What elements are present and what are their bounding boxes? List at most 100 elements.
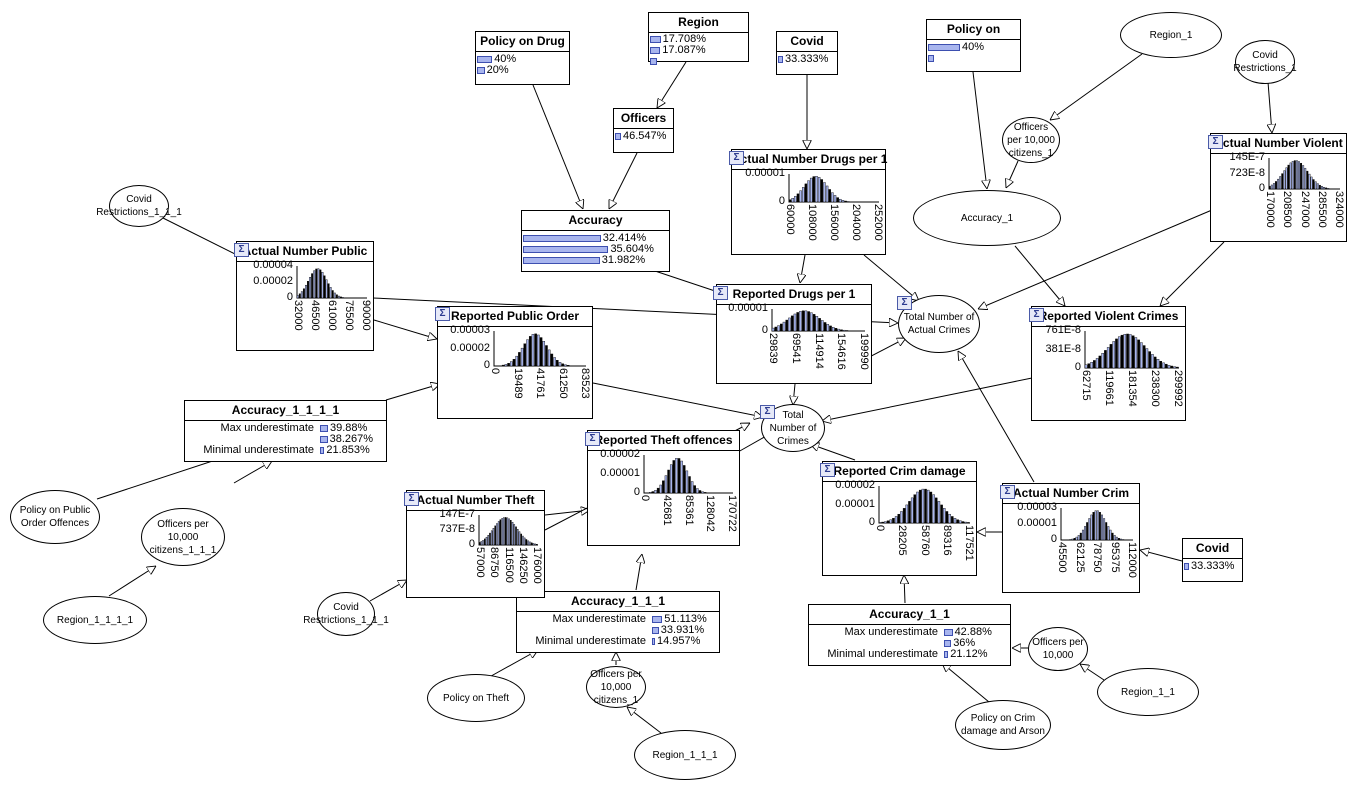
histogram-bar — [823, 182, 826, 203]
histogram-bar — [964, 521, 967, 524]
histogram-bar — [669, 464, 673, 494]
histogram-bar — [815, 316, 819, 332]
sigma-icon[interactable]: Σ — [234, 243, 249, 257]
sigma-icon[interactable]: Σ — [435, 307, 450, 321]
histogram-bar — [1073, 538, 1076, 541]
x-tick-label: 204000 — [850, 204, 862, 241]
officers-1-1-1-node[interactable]: Officers per 10,000 citizens_1_1_1 — [141, 508, 225, 566]
state-row: 33.333% — [777, 54, 837, 65]
node-title: Actual Number Theft — [407, 491, 544, 511]
node-label: Region_1 — [1149, 29, 1193, 41]
histogram-bar — [298, 293, 301, 299]
region-node[interactable]: Region 17.708%17.087% — [648, 12, 749, 65]
region-1-1-1-1-node[interactable]: Region_1_1_1_1 — [43, 596, 147, 644]
accuracy-node[interactable]: Accuracy 32.414%35.604%31.982% — [521, 210, 670, 272]
x-tick-label: 170000 — [1264, 191, 1276, 228]
covid-node-right[interactable]: Covid 33.333% — [1182, 538, 1243, 582]
sigma-icon[interactable]: Σ — [1029, 308, 1044, 322]
covid-node-top[interactable]: Covid 33.333% — [776, 31, 838, 75]
edge — [972, 71, 987, 189]
histogram-bar — [782, 321, 786, 332]
policy-on-drug-node[interactable]: Policy on Drug 40%20% — [475, 31, 570, 85]
histogram-bar — [1109, 529, 1112, 541]
accuracy-1-node[interactable]: Accuracy_1 — [913, 190, 1061, 246]
histogram-bar — [1277, 178, 1280, 190]
policy-on-node[interactable]: Policy on 40% — [926, 19, 1021, 72]
x-tick-label: 285500 — [1315, 191, 1328, 228]
covid-restrictions-1-1-1-node[interactable]: Covid Restrictions_1_1_1 — [96, 185, 182, 227]
edge — [369, 580, 407, 602]
policy-crim-node[interactable]: Policy on Crim damage and Arson — [955, 700, 1051, 750]
sigma-icon[interactable]: Σ — [760, 405, 775, 419]
y-tick-label: 737E-8 — [439, 523, 475, 535]
state-row: 32.414% — [522, 233, 669, 244]
probability-bar — [944, 640, 952, 647]
state-row: 40% — [927, 42, 1020, 53]
officers-node[interactable]: Officers 46.547% — [613, 108, 674, 153]
histogram-bar — [480, 541, 483, 546]
histogram-bar — [331, 290, 334, 299]
sigma-icon[interactable]: Σ — [729, 151, 744, 165]
officers-theft-node[interactable]: Officers per 10,000 citizens_1 — [586, 666, 646, 708]
histogram-bar — [1090, 362, 1093, 369]
y-tick-label: 0 — [1074, 361, 1081, 373]
x-tick-label: 0 — [639, 495, 651, 502]
histogram-bar — [656, 487, 660, 494]
region-crim-node[interactable]: Region_1_1 — [1097, 668, 1199, 716]
node-label: Officers per 10,000 citizens_1_1_1 — [149, 518, 217, 556]
histogram-bar — [1287, 164, 1290, 190]
policy-public-order-node[interactable]: Policy on Public Order Offences — [10, 490, 100, 544]
sigma-icon[interactable]: Σ — [897, 296, 912, 310]
covid-restrictions-1-node[interactable]: Covid Restrictions_1 — [1233, 40, 1297, 84]
histogram-bar — [905, 504, 909, 524]
node-title: Actual Number Violent — [1211, 134, 1346, 154]
y-tick-label: 0 — [778, 195, 785, 207]
histogram-bar — [884, 521, 887, 524]
officers-per-10000-1-node[interactable]: Officers per 10,000 citizens_1 — [1002, 117, 1060, 163]
state-row: 46.547% — [614, 131, 673, 142]
histogram-bar — [492, 528, 495, 546]
region-1-node[interactable]: Region_1 — [1120, 12, 1222, 58]
y-tick-label: 0.00001 — [600, 467, 640, 479]
histogram-bar — [662, 480, 665, 494]
histogram-bar — [532, 543, 535, 546]
x-tick-label: 208500 — [1281, 191, 1294, 228]
histogram-bar — [1117, 336, 1121, 369]
state-row — [927, 53, 1020, 64]
sigma-icon[interactable]: Σ — [404, 492, 419, 506]
histogram-bar — [921, 488, 925, 524]
histogram-bar — [1291, 161, 1294, 190]
edge — [544, 510, 590, 516]
histogram-bar — [539, 337, 543, 367]
probability-value: 46.547% — [623, 130, 667, 142]
x-tick-label: 78750 — [1091, 542, 1103, 573]
officers-crim-node[interactable]: Officers per 10,000 — [1028, 627, 1088, 671]
sigma-icon[interactable]: Σ — [1208, 135, 1223, 149]
histogram-bar — [478, 542, 481, 546]
histogram-bar — [311, 273, 314, 299]
histogram-bar — [1283, 170, 1286, 190]
region-theft-node[interactable]: Region_1_1_1 — [634, 730, 736, 780]
covid-restrictions-theft-node[interactable]: Covid Restrictions_1_1_1 — [303, 592, 389, 636]
sigma-icon[interactable]: Σ — [820, 463, 835, 477]
sigma-icon[interactable]: Σ — [585, 432, 600, 446]
sigma-icon[interactable]: Σ — [1000, 485, 1015, 499]
policy-theft-node[interactable]: Policy on Theft — [427, 674, 525, 722]
histogram-bar — [1109, 344, 1113, 369]
histogram-bar — [833, 195, 837, 203]
sigma-icon[interactable]: Σ — [713, 286, 728, 300]
histogram-bar — [520, 533, 522, 546]
